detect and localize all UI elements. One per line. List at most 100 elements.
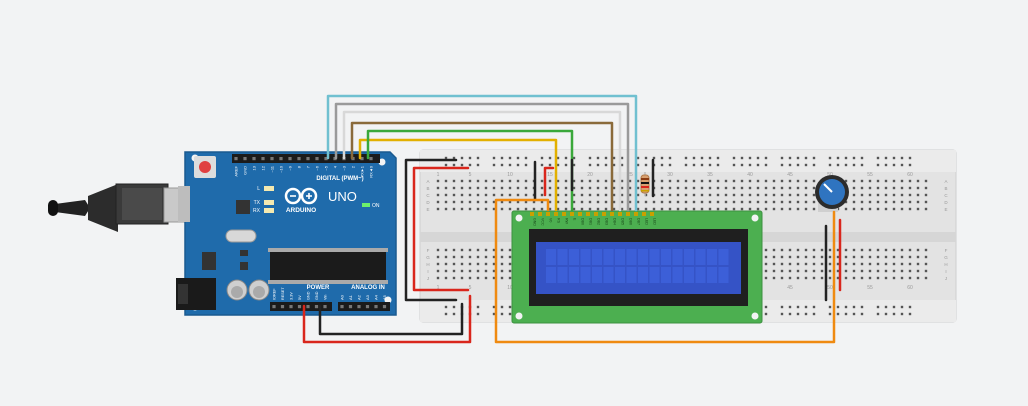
breadboard-hole[interactable] <box>876 193 880 197</box>
rail-hole[interactable] <box>892 312 896 316</box>
breadboard-hole[interactable] <box>772 193 776 197</box>
breadboard-hole[interactable] <box>460 276 464 280</box>
rail-hole[interactable] <box>476 305 480 309</box>
breadboard-hole[interactable] <box>628 200 632 204</box>
breadboard-hole[interactable] <box>492 269 496 273</box>
lcd-pin[interactable] <box>642 212 646 216</box>
breadboard-hole[interactable] <box>580 193 584 197</box>
breadboard-hole[interactable] <box>908 207 912 211</box>
rail-hole[interactable] <box>908 312 912 316</box>
breadboard-hole[interactable] <box>668 186 672 190</box>
rail-hole[interactable] <box>444 305 448 309</box>
rail-hole[interactable] <box>732 163 736 167</box>
breadboard-hole[interactable] <box>700 193 704 197</box>
breadboard-hole[interactable] <box>796 200 800 204</box>
rail-hole[interactable] <box>660 163 664 167</box>
rail-hole[interactable] <box>564 163 568 167</box>
breadboard-hole[interactable] <box>596 186 600 190</box>
rail-hole[interactable] <box>780 163 784 167</box>
breadboard-hole[interactable] <box>476 269 480 273</box>
breadboard-hole[interactable] <box>588 193 592 197</box>
breadboard-hole[interactable] <box>508 276 512 280</box>
wire-white[interactable] <box>342 110 622 212</box>
rail-hole[interactable] <box>668 156 672 160</box>
rail-hole[interactable] <box>852 163 856 167</box>
rail-hole[interactable] <box>812 156 816 160</box>
breadboard-hole[interactable] <box>572 186 576 190</box>
breadboard-hole[interactable] <box>484 179 488 183</box>
breadboard-hole[interactable] <box>596 179 600 183</box>
breadboard-hole[interactable] <box>548 186 552 190</box>
breadboard-hole[interactable] <box>748 207 752 211</box>
breadboard-hole[interactable] <box>820 262 824 266</box>
breadboard-hole[interactable] <box>788 193 792 197</box>
breadboard-hole[interactable] <box>524 200 528 204</box>
rail-hole[interactable] <box>908 156 912 160</box>
breadboard-hole[interactable] <box>892 179 896 183</box>
breadboard-hole[interactable] <box>492 276 496 280</box>
breadboard-hole[interactable] <box>452 193 456 197</box>
analog-pin[interactable] <box>348 305 353 309</box>
rail-hole[interactable] <box>900 312 904 316</box>
rail-hole[interactable] <box>716 163 720 167</box>
breadboard-hole[interactable] <box>604 200 608 204</box>
rail-hole[interactable] <box>836 156 840 160</box>
rail-hole[interactable] <box>500 312 504 316</box>
breadboard-hole[interactable] <box>900 186 904 190</box>
rail-hole[interactable] <box>564 156 568 160</box>
breadboard-hole[interactable] <box>572 207 576 211</box>
breadboard-hole[interactable] <box>692 179 696 183</box>
rail-hole[interactable] <box>620 156 624 160</box>
breadboard-hole[interactable] <box>612 193 616 197</box>
breadboard-hole[interactable] <box>828 248 832 252</box>
breadboard-hole[interactable] <box>860 207 864 211</box>
rail-hole[interactable] <box>460 163 464 167</box>
lcd-pin[interactable] <box>530 212 534 216</box>
breadboard-hole[interactable] <box>780 186 784 190</box>
breadboard-hole[interactable] <box>532 207 536 211</box>
rail-hole[interactable] <box>668 163 672 167</box>
breadboard-hole[interactable] <box>452 262 456 266</box>
breadboard-hole[interactable] <box>820 276 824 280</box>
breadboard-hole[interactable] <box>460 255 464 259</box>
breadboard-hole[interactable] <box>868 193 872 197</box>
rail-hole[interactable] <box>764 312 768 316</box>
breadboard-hole[interactable] <box>852 262 856 266</box>
analog-pin[interactable] <box>382 305 387 309</box>
rail-hole[interactable] <box>596 163 600 167</box>
breadboard-hole[interactable] <box>788 255 792 259</box>
breadboard-hole[interactable] <box>884 186 888 190</box>
breadboard-hole[interactable] <box>500 248 504 252</box>
breadboard-hole[interactable] <box>484 262 488 266</box>
breadboard-hole[interactable] <box>436 262 440 266</box>
digital-pin[interactable] <box>252 157 256 161</box>
breadboard-hole[interactable] <box>796 262 800 266</box>
wire-black-rail[interactable] <box>404 158 458 302</box>
rail-hole[interactable] <box>452 156 456 160</box>
breadboard-hole[interactable] <box>820 255 824 259</box>
breadboard-hole[interactable] <box>804 248 808 252</box>
breadboard-hole[interactable] <box>492 262 496 266</box>
breadboard-hole[interactable] <box>708 200 712 204</box>
breadboard-hole[interactable] <box>884 248 888 252</box>
breadboard-hole[interactable] <box>516 200 520 204</box>
breadboard-hole[interactable] <box>676 186 680 190</box>
breadboard-hole[interactable] <box>756 179 760 183</box>
breadboard-hole[interactable] <box>860 193 864 197</box>
breadboard-hole[interactable] <box>732 207 736 211</box>
breadboard-hole[interactable] <box>860 200 864 204</box>
breadboard-hole[interactable] <box>756 193 760 197</box>
breadboard-hole[interactable] <box>772 179 776 183</box>
rail-hole[interactable] <box>900 156 904 160</box>
rail-hole[interactable] <box>476 312 480 316</box>
rail-hole[interactable] <box>684 163 688 167</box>
power-pin[interactable] <box>323 305 327 309</box>
rail-hole[interactable] <box>708 163 712 167</box>
breadboard-hole[interactable] <box>708 179 712 183</box>
breadboard-hole[interactable] <box>724 186 728 190</box>
breadboard-hole[interactable] <box>916 200 920 204</box>
rail-hole[interactable] <box>876 156 880 160</box>
lcd-pin[interactable] <box>554 212 558 216</box>
breadboard-hole[interactable] <box>556 193 560 197</box>
rail-hole[interactable] <box>516 163 520 167</box>
